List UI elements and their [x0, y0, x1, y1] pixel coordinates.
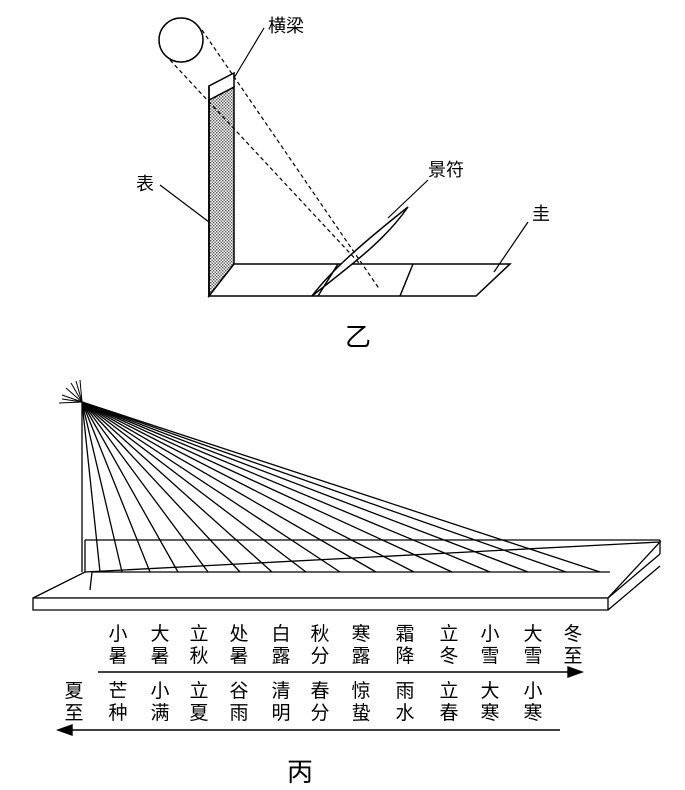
shadow-line [81, 401, 151, 573]
solar-term-char: 霜 [395, 623, 414, 645]
scale-slab-top [32, 541, 662, 599]
solar-terms-table: 小大立处白秋寒霜立小大冬暑暑秋暑露分露降冬雪雪至夏芒小立谷清春惊雨立大小至种满夏… [64, 623, 582, 724]
solar-term-char: 清 [271, 680, 290, 702]
solar-term-char: 暑 [108, 645, 127, 667]
solar-term-char: 惊 [351, 680, 370, 702]
shadow-line [81, 401, 415, 573]
caption-bing: 丙 [287, 758, 313, 788]
solar-term-char: 处 [229, 623, 248, 645]
solar-term-char: 明 [271, 702, 290, 724]
shadow-line [81, 401, 209, 573]
crossbeam-label: 横梁 [268, 16, 304, 37]
solar-term-char: 雨 [395, 680, 414, 702]
solar-term-char: 暑 [150, 645, 169, 667]
solar-term-char: 冬 [563, 623, 582, 645]
shadow-line [81, 401, 491, 573]
solar-term-char: 种 [108, 702, 127, 724]
sun-circle [158, 17, 204, 63]
solar-term-char: 芒 [108, 680, 127, 702]
gnomon-leader [159, 184, 210, 223]
shadow-line [81, 401, 341, 573]
solar-term-char: 大 [523, 623, 542, 645]
solar-term-char: 夏 [189, 702, 208, 724]
shadow-line [81, 401, 241, 573]
solar-term-char: 降 [395, 645, 414, 667]
solar-term-char: 秋 [189, 645, 208, 667]
shadow-definer-label: 景符 [428, 160, 464, 181]
solar-term-char: 分 [310, 645, 329, 667]
solar-term-char: 露 [351, 645, 370, 667]
solar-term-char: 春 [439, 702, 458, 724]
gnomon-label: 表 [136, 174, 154, 195]
solar-term-char: 寒 [351, 623, 370, 645]
scale-label: 圭 [532, 204, 550, 225]
scale-leader [493, 221, 529, 273]
direction-arrows [55, 666, 585, 736]
solar-term-char: 雪 [523, 645, 542, 667]
solar-term-shadow-lines [81, 401, 601, 573]
gnomon-front-face [208, 85, 235, 299]
solar-term-char: 至 [563, 645, 582, 667]
solar-term-char: 水 [395, 702, 414, 724]
solar-term-char: 大 [150, 623, 169, 645]
shadow-line [81, 401, 101, 573]
solar-term-char: 小 [523, 680, 542, 702]
solar-term-char: 春 [310, 680, 329, 702]
solar-term-char: 小 [108, 623, 127, 645]
sun-ray-dashed [169, 59, 361, 265]
caption-yi: 乙 [345, 323, 371, 353]
solar-term-char: 满 [150, 702, 169, 724]
solar-term-char: 至 [64, 702, 83, 724]
shadow-line [81, 401, 179, 573]
solar-term-char: 小 [480, 623, 499, 645]
solar-term-char: 立 [439, 680, 458, 702]
solar-term-char: 蛰 [351, 702, 370, 724]
arrow-left-head [55, 724, 73, 736]
solar-term-char: 立 [189, 680, 208, 702]
shadow-line [81, 401, 453, 573]
crossbeam-leader [233, 27, 265, 79]
solar-term-char: 雨 [229, 702, 248, 724]
diagram-yi [158, 17, 529, 299]
solar-term-char: 白 [271, 623, 290, 645]
arrow-right-head [567, 666, 585, 678]
solar-term-char: 立 [189, 623, 208, 645]
solar-term-char: 立 [439, 623, 458, 645]
solar-term-char: 暑 [229, 645, 248, 667]
solar-term-char: 秋 [310, 623, 329, 645]
sun-ray-dashed [201, 29, 381, 291]
shadow-line [81, 401, 377, 573]
scale-slab-front [32, 597, 609, 611]
shadow-line [81, 401, 273, 573]
solar-term-char: 小 [150, 680, 169, 702]
shadow-line [81, 401, 567, 573]
solar-term-char: 露 [271, 645, 290, 667]
solar-term-char: 谷 [229, 680, 248, 702]
solar-term-char: 雪 [480, 645, 499, 667]
solar-term-char: 寒 [480, 702, 499, 724]
scale-base [207, 263, 512, 297]
shadow-line [81, 401, 123, 573]
shadow-line [81, 401, 307, 573]
solar-term-char: 大 [480, 680, 499, 702]
solar-term-char: 寒 [523, 702, 542, 724]
solar-term-char: 冬 [439, 645, 458, 667]
solar-term-char: 分 [310, 702, 329, 724]
solar-term-char: 夏 [64, 680, 83, 702]
shadow-definer-leader [387, 179, 429, 219]
diagram-bing [32, 379, 662, 611]
shadow-line [81, 401, 529, 573]
shadow-line [81, 401, 601, 573]
gnomon-tip-tuft [58, 379, 83, 404]
